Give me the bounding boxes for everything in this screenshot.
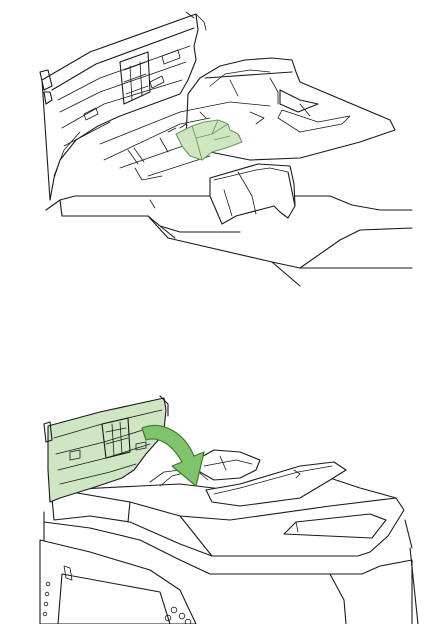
panel-open-feeder	[40, 12, 412, 286]
panel-close-cover	[40, 396, 418, 624]
feeder-cover-open-1	[40, 12, 206, 200]
close-cover-arrow	[142, 426, 204, 486]
output-tray-1	[210, 164, 295, 224]
